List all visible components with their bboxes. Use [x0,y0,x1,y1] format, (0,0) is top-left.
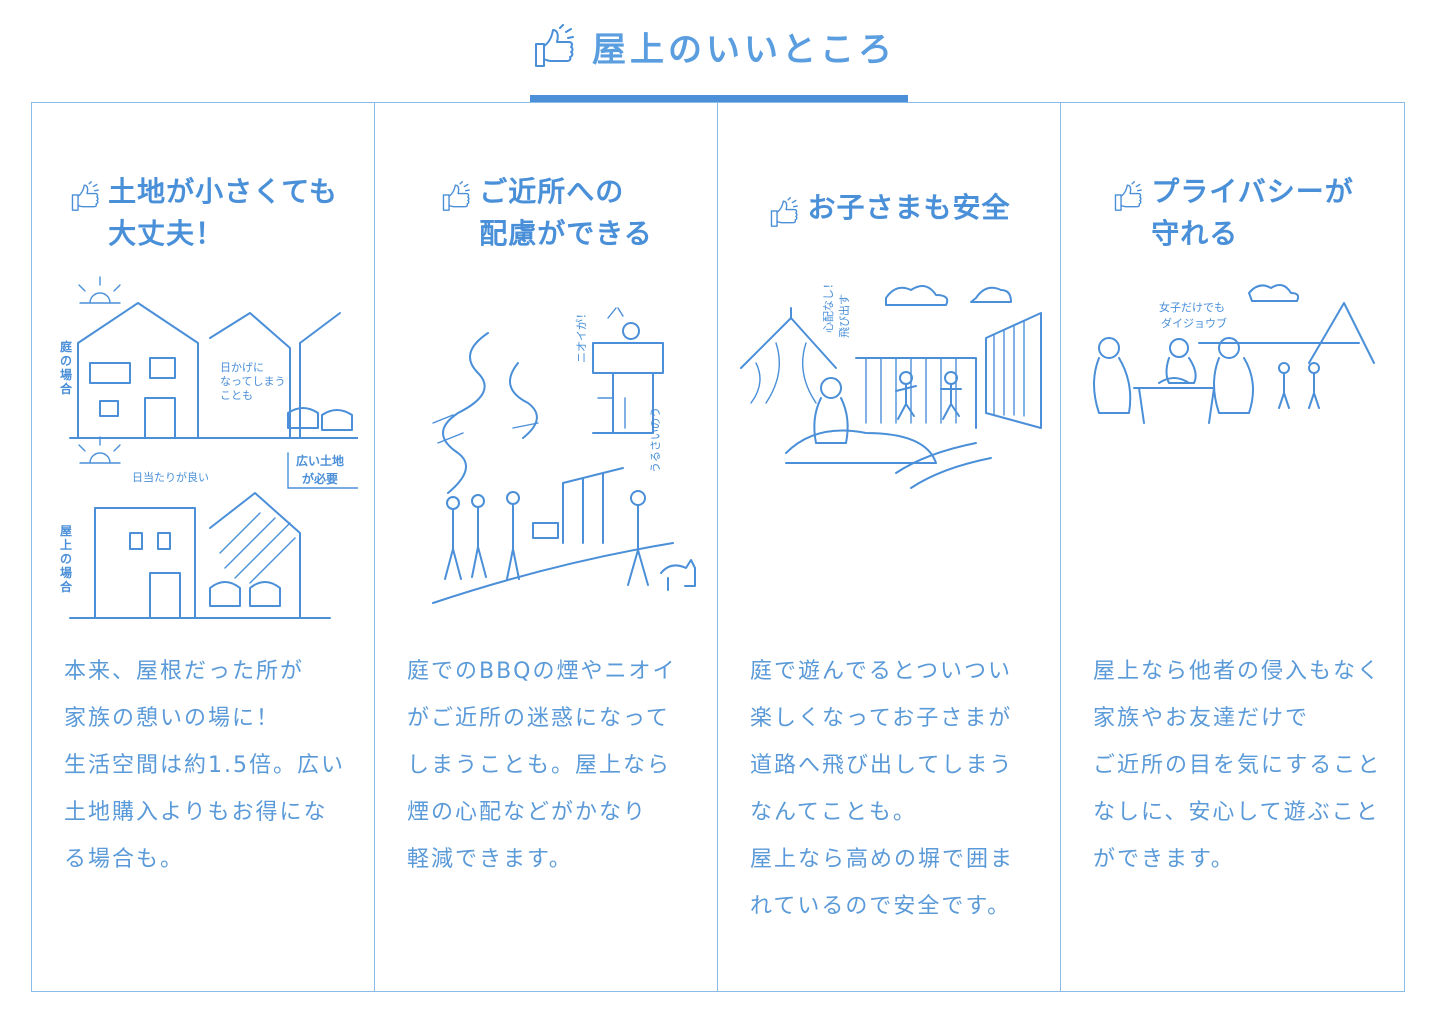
card-title-line: プライバシーが [1151,175,1354,208]
label-hiatari: 日当たりが良い [132,470,209,484]
benefit-card-kids-safety: お子さまも安全 飛び出す 心配なし！ 庭で遊んでるとつ [718,103,1061,991]
card-title-line: 配慮ができる [479,217,653,250]
thumbs-up-icon [1111,181,1145,255]
card-body-text: 庭で遊んでるとついつい 楽しくなってお子さまが 道路へ飛び出してしまう なんてこ… [750,659,1015,919]
label-daijobu: ダイジョウブ [1161,316,1227,330]
label-joshi: 女子だけでも [1159,300,1225,314]
thumbs-up-icon [439,181,473,255]
thumbs-up-icon [530,23,578,70]
title-underline [530,95,908,103]
benefits-grid: 土地が小さくても 大丈夫！ 庭の場合 日かげに なってしまう ことも [31,102,1405,992]
card-body-text: 屋上なら他者の侵入もなく 家族やお友達だけで ご近所の目を気にすること なしに、… [1093,659,1382,872]
card-title-line: 大丈夫！ [108,217,225,250]
label-hiroi: 広い土地 [296,453,344,468]
illustration-house-comparison: 庭の場合 日かげに なってしまう ことも 広い土地 が必要 日当たりが良い 屋上… [50,273,358,623]
label-niwa: 庭の場合 [60,339,73,396]
label-urusai: うるさいのう [649,407,662,473]
card-title: プライバシーが 守れる [1061,171,1404,255]
benefit-card-neighbors: ご近所への 配慮ができる ニオイが！ うるさいのう [375,103,718,991]
benefit-card-land: 土地が小さくても 大丈夫！ 庭の場合 日かげに なってしまう ことも [32,103,375,991]
label-tobidasu: 飛び出す [837,294,851,338]
label-shinpai: 心配なし！ [822,278,835,333]
label-hikage: 日かげに [220,361,264,374]
label-okujo: 屋上の場合 [60,524,73,594]
card-title: お子さまも安全 [718,187,1060,229]
section-header: 屋上のいいところ [0,0,1440,104]
thumbs-up-icon [68,181,102,255]
illustration-friends-rooftop: 女子だけでも ダイジョウブ [1079,273,1387,623]
card-title-line: 守れる [1151,217,1239,250]
card-title-line: 土地が小さくても [108,175,338,208]
card-title-line: ご近所への [479,175,625,208]
card-title: ご近所への 配慮ができる [375,171,717,255]
illustration-kids-playing: 飛び出す 心配なし！ [736,273,1044,623]
label-hiroi2: が必要 [302,471,338,486]
thumbs-up-icon [767,197,801,229]
label-hikage2: なってしまう [220,375,285,388]
card-body-text: 庭でのBBQの煙やニオイ がご近所の迷惑になって しまうことも。屋上なら 煙の心… [407,659,677,872]
card-title: 土地が小さくても 大丈夫！ [32,171,374,255]
label-nioi: ニオイが！ [574,308,588,363]
benefit-card-privacy: プライバシーが 守れる 女子だけでも ダイジョウブ 屋上なら他者の侵入もなく 家… [1061,103,1404,991]
illustration-bbq-smoke: ニオイが！ うるさいのう [393,273,701,623]
card-title-line: お子さまも安全 [807,191,1011,224]
card-body-text: 本来、屋根だった所が 家族の憩いの場に！ 生活空間は約1.5倍。広い 土地購入よ… [64,659,345,872]
page-title: 屋上のいいところ [592,30,896,70]
label-hikage3: ことも [220,389,253,402]
